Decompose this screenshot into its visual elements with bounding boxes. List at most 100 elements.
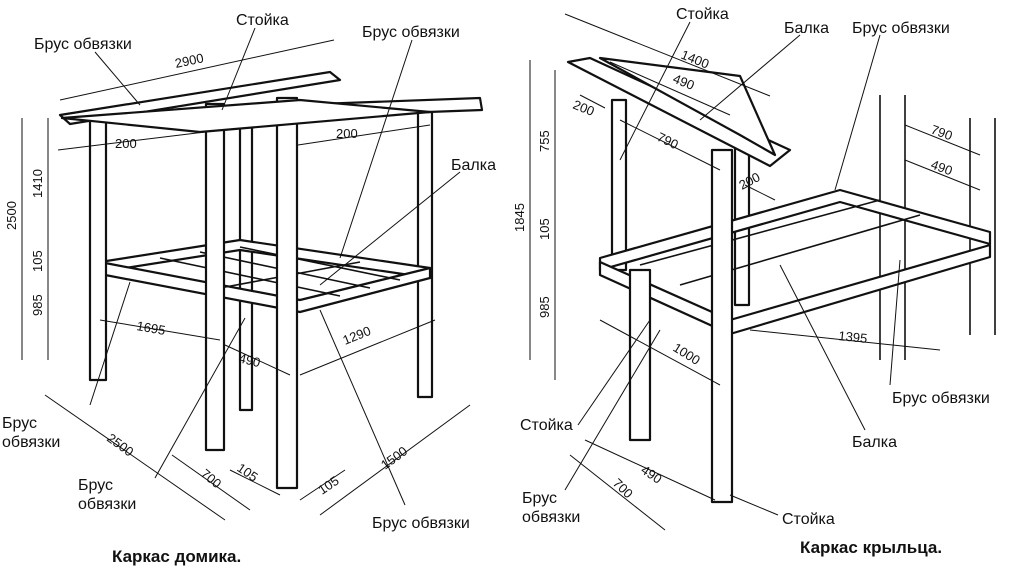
dim-1695: 1695	[135, 318, 166, 338]
dim-line-700	[171, 454, 251, 511]
dim-2900: 2900	[174, 50, 205, 71]
dim-700: 700	[198, 466, 224, 491]
dim-490-base: 490	[638, 462, 664, 487]
lead-porch-stoyka-left	[577, 319, 651, 426]
label-house-bruss-left-1: Брус	[2, 415, 37, 432]
porch-frame: 1400 490 200 790 200 1845 755 105 985 79…	[512, 6, 996, 557]
dim-line-1695	[99, 319, 221, 341]
porch-post-back-left	[610, 98, 628, 272]
lead-porch-bruss-top	[834, 34, 881, 191]
dim-1410: 1410	[30, 169, 45, 198]
label-porch-bruss-bottom-2: обвязки	[522, 509, 580, 526]
house-top-beam-left	[58, 70, 342, 126]
dim-line-700-base	[569, 454, 666, 531]
dim-200-left: 200	[115, 136, 137, 151]
dim-200-right: 200	[336, 126, 358, 141]
lead-porch-stoyka-top	[619, 21, 691, 161]
dim-line-790-right	[904, 124, 981, 156]
label-porch-bruss-bottom-1: Брус	[522, 490, 557, 507]
dim-490-right: 490	[929, 157, 955, 179]
label-house-bruss-right: Брус обвязки	[362, 24, 460, 41]
dim-line-1290	[299, 319, 436, 376]
house-frame: 2900 200 200 2500 1410 105 985 1695 490 …	[2, 12, 496, 566]
dim-105-base-a: 105	[234, 460, 260, 485]
label-house-bruss-right-bottom: Брус обвязки	[372, 515, 470, 532]
label-porch-stoyka-bottom: Стойка	[782, 511, 835, 528]
porch-post-front-left	[628, 268, 652, 442]
dim-line-490-top	[609, 61, 731, 116]
dim-line-1000	[599, 319, 721, 386]
dim-line-2500-base	[44, 394, 226, 521]
porch-post-front-right	[710, 148, 734, 504]
dim-line-1395	[749, 329, 941, 351]
lead-house-balka	[319, 171, 461, 286]
dim-490: 490	[237, 350, 262, 370]
house-post-front-mid	[204, 102, 226, 452]
dim-1845: 1845	[512, 203, 527, 232]
dim-2500-height: 2500	[4, 201, 19, 230]
lead-house-bruss-right	[339, 39, 413, 259]
label-porch-balka-top: Балка	[784, 20, 829, 37]
dim-755: 755	[537, 130, 552, 152]
dim-line-490	[224, 344, 291, 376]
label-house-bruss-bottom-2: обвязки	[78, 496, 136, 513]
label-porch-bruss-top: Брус обвязки	[852, 20, 950, 37]
house-floor-joist-3	[239, 246, 401, 281]
dim-line-1500	[319, 404, 471, 516]
label-house-bruss-bottom-1: Брус	[78, 477, 113, 494]
lead-porch-balka-top	[699, 34, 801, 121]
lead-house-bruss-bottom	[154, 317, 246, 479]
lead-porch-bruss-right	[889, 259, 901, 386]
dim-line-1400	[564, 13, 771, 97]
dim-line-490-base	[584, 439, 716, 501]
dim-105-porch: 105	[537, 218, 552, 240]
lead-house-bruss-left	[89, 281, 131, 406]
porch-floor-joist-1	[639, 199, 881, 266]
porch-top-frame	[598, 56, 777, 157]
dim-line-200-b	[744, 184, 776, 201]
lead-house-stoyka	[221, 27, 256, 111]
house-post-back-right	[416, 110, 434, 399]
lead-porch-balka-bottom	[779, 264, 866, 431]
dim-1500: 1500	[378, 443, 410, 472]
dim-line-790-a	[619, 119, 721, 171]
dim-line-105-base-a	[229, 469, 281, 496]
dim-line-2900	[59, 39, 335, 101]
dim-105-base-b: 105	[315, 473, 341, 498]
dim-1395: 1395	[838, 328, 868, 346]
dim-1000: 1000	[670, 340, 702, 368]
porch-top-beam	[566, 56, 792, 168]
house-post-front-right	[275, 96, 299, 490]
house-top-frame	[60, 98, 432, 134]
dim-985: 985	[30, 294, 45, 316]
dim-700-base: 700	[610, 475, 636, 501]
dim-line-490-right	[904, 159, 981, 191]
dim-line-200-right	[297, 124, 431, 146]
dim-line-200-left	[57, 131, 206, 151]
label-porch-stoyka-left: Стойка	[520, 417, 573, 434]
lead-house-bruss-top	[94, 51, 141, 106]
label-house-balka: Балка	[451, 157, 496, 174]
lead-porch-bruss-bottom	[564, 329, 661, 491]
label-porch-bruss-right: Брус обвязки	[892, 390, 990, 407]
label-house-bruss-top: Брус обвязки	[34, 36, 132, 53]
dim-200-a: 200	[571, 97, 597, 119]
label-house-bruss-left-2: обвязки	[2, 434, 60, 451]
label-house-stoyka: Стойка	[236, 12, 289, 29]
dim-line-105-base-b	[299, 469, 346, 501]
porch-floor-back-beam	[598, 188, 992, 272]
label-porch-balka-bottom: Балка	[852, 434, 897, 451]
lead-house-bruss-right-bottom	[319, 309, 406, 506]
caption-porch: Каркас крыльца.	[800, 538, 942, 557]
dim-1290: 1290	[341, 323, 373, 348]
dim-line-200-a	[579, 94, 606, 109]
dim-985-porch: 985	[537, 296, 552, 318]
caption-house: Каркас домика.	[112, 547, 241, 566]
porch-floor-front-beam	[598, 243, 992, 336]
label-porch-stoyka-top: Стойка	[676, 6, 729, 23]
dim-790-right: 790	[929, 122, 955, 144]
house-post-front-left	[88, 116, 108, 382]
lead-porch-stoyka-bottom	[729, 494, 779, 516]
